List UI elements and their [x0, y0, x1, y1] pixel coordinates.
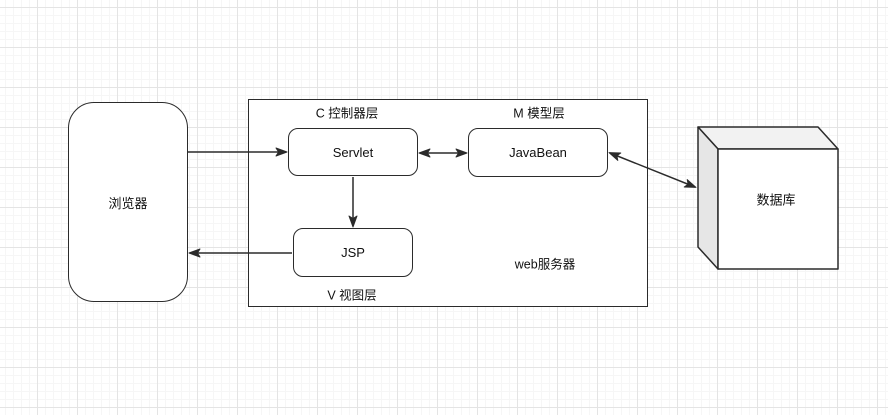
view-layer-label[interactable]: V 视图层 — [327, 288, 377, 303]
node-browser-label: 浏览器 — [108, 195, 148, 211]
database-cube-front[interactable] — [717, 148, 839, 270]
node-javabean[interactable]: JavaBean — [468, 128, 608, 177]
node-javabean-label: JavaBean — [509, 145, 567, 160]
node-browser[interactable]: 浏览器 — [68, 102, 188, 302]
database-cube-side[interactable] — [697, 126, 719, 270]
database-cube-top[interactable] — [697, 126, 839, 150]
web-server-label[interactable]: web服务器 — [514, 257, 576, 272]
node-database-label: 数据库 — [756, 192, 796, 208]
controller-layer-label[interactable]: C 控制器层 — [315, 106, 379, 121]
model-layer-label[interactable]: M 模型层 — [513, 106, 565, 121]
node-jsp-label: JSP — [341, 245, 365, 260]
node-servlet-label: Servlet — [332, 144, 374, 160]
node-servlet[interactable]: Servlet — [288, 128, 418, 176]
node-jsp[interactable]: JSP — [293, 228, 413, 277]
